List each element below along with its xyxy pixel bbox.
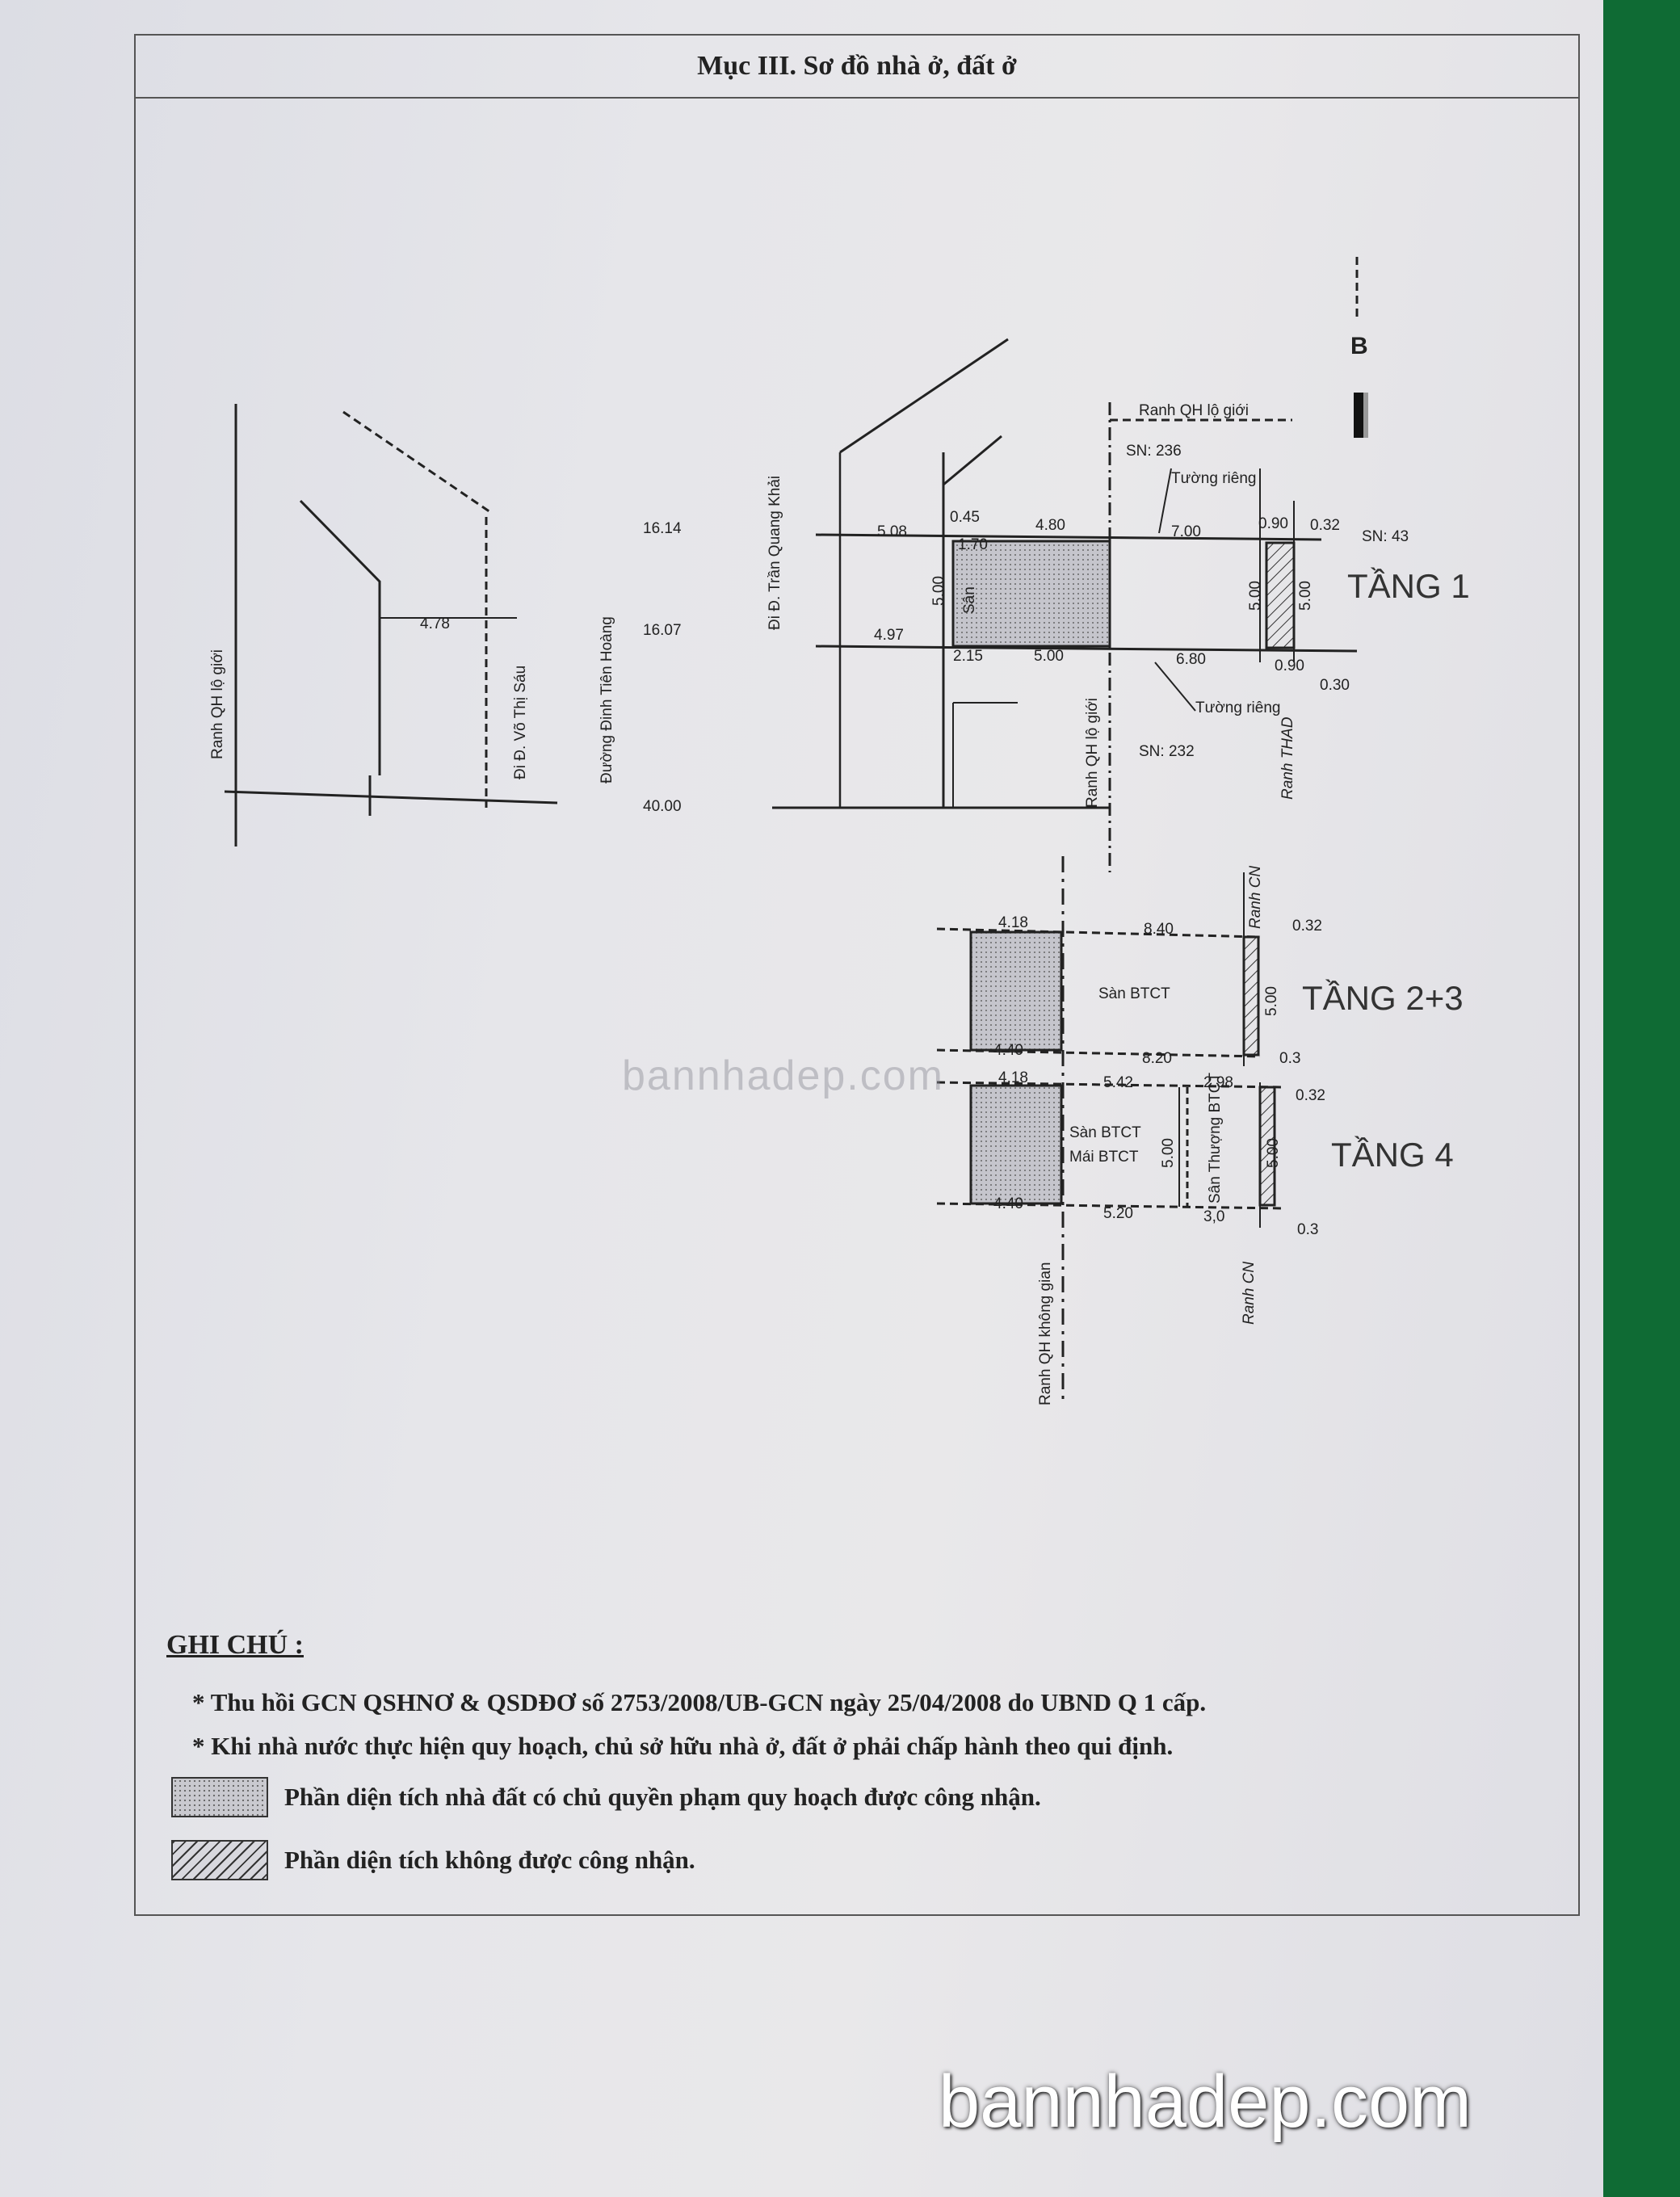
- d680: 6.80: [1176, 651, 1206, 668]
- street-tran-quang-khai: Đi Đ. Trần Quang Khải: [766, 476, 783, 630]
- f23-d032: 0.32: [1292, 918, 1322, 935]
- note-line-1: * Thu hồi GCN QSHNƠ & QSDĐƠ số 2753/2008…: [192, 1688, 1207, 1716]
- f4-slab2: Mái BTCT: [1069, 1149, 1139, 1166]
- f4-d03: 0.3: [1297, 1221, 1318, 1238]
- notes-section: GHI CHÚ : * Thu hồi GCN QSHNƠ & QSDĐƠ số…: [166, 1630, 1539, 1880]
- f4-d440: 4.40: [993, 1195, 1023, 1212]
- notes-heading: GHI CHÚ :: [166, 1630, 304, 1660]
- floor23-recognized-area: [969, 930, 1063, 1052]
- floor1-label: TẦNG 1: [1347, 567, 1470, 605]
- floor4-recognized-area: [969, 1084, 1063, 1205]
- d170: 1.70: [958, 536, 988, 553]
- f23-d03: 0.3: [1279, 1050, 1300, 1067]
- document-frame: Mục III. Sơ đồ nhà ở, đất ở: [134, 34, 1580, 1916]
- d090b: 0.90: [1275, 657, 1304, 674]
- f23-d440: 4.40: [993, 1042, 1023, 1059]
- d497: 4.97: [874, 627, 904, 644]
- f4-d500b: 5.00: [1265, 1138, 1282, 1168]
- note-line-2: * Khi nhà nước thực hiện quy hoạch, chủ …: [192, 1732, 1174, 1760]
- f4-d30: 3,0: [1203, 1208, 1224, 1225]
- sn-43: SN: 43: [1362, 528, 1409, 545]
- f4-ranh-cn: Ranh CN: [1241, 1262, 1258, 1325]
- ranh-thad-label: Ranh THAD: [1279, 716, 1296, 800]
- d500d: 5.00: [1034, 648, 1064, 665]
- f4-d542: 5.42: [1103, 1074, 1133, 1091]
- d500b: 5.00: [1247, 581, 1264, 611]
- page-title: Mục III. Sơ đồ nhà ở, đất ở: [697, 51, 1017, 81]
- dim-1607: 16.07: [643, 622, 682, 639]
- paper-sheet: [0, 0, 1603, 2197]
- north-letter: B: [1350, 333, 1368, 359]
- sn-236: SN: 236: [1126, 443, 1182, 460]
- legend-recognized: Phần diện tích nhà đất có chủ quyền phạm…: [171, 1777, 1041, 1817]
- wall-top-label: Tường riêng: [1171, 470, 1256, 487]
- f4-d520: 5.20: [1103, 1205, 1133, 1222]
- floor23-label: TẦNG 2+3: [1302, 979, 1464, 1017]
- north-arrow-icon: B: [1350, 257, 1383, 455]
- legend-dotted-swatch: [171, 1777, 268, 1817]
- floor23-unrecognized-area: [1242, 935, 1260, 1056]
- floor1-unrecognized-area: [1265, 541, 1296, 649]
- f23-ranh-cn: Ranh CN: [1247, 866, 1264, 929]
- legend-recognized-label: Phần diện tích nhà đất có chủ quyền phạm…: [284, 1783, 1041, 1811]
- f4-boundary: Ranh QH không gian: [1037, 1262, 1054, 1405]
- f23-d840: 8.40: [1144, 921, 1174, 938]
- ranh-left-label: Ranh QH lộ giới: [209, 649, 226, 759]
- san-label: Sân: [961, 586, 978, 614]
- title-bar: Mục III. Sơ đồ nhà ở, đất ở: [136, 36, 1578, 99]
- d215: 2.15: [953, 648, 983, 665]
- watermark-bottom: bannhadep.com: [939, 2060, 1472, 2143]
- d500a: 5.00: [930, 576, 947, 606]
- d032: 0.32: [1310, 517, 1340, 534]
- ranh-mid-label: Ranh QH lộ giới: [1084, 698, 1101, 808]
- f23-slab: Sàn BTCT: [1098, 985, 1170, 1002]
- ranh-top-label: Ranh QH lộ giới: [1139, 402, 1249, 419]
- dim-1614: 16.14: [643, 520, 682, 537]
- legend-unrecognized: Phần diện tích không được công nhận.: [171, 1840, 695, 1880]
- legend-hatch-swatch: [171, 1840, 268, 1880]
- d030: 0.30: [1320, 677, 1350, 694]
- d508: 5.08: [877, 523, 907, 540]
- f23-d820: 8.20: [1142, 1050, 1172, 1067]
- f4-d500a: 5.00: [1160, 1138, 1177, 1168]
- f4-terrace: Sân Thượng BTCT: [1207, 1072, 1224, 1204]
- f23-d500: 5.00: [1263, 986, 1280, 1016]
- wall-bottom-label: Tường riêng: [1195, 699, 1280, 716]
- f23-d418: 4.18: [998, 914, 1028, 931]
- street-vo-thi-sau: Đi Đ. Võ Thị Sáu: [512, 666, 529, 779]
- street-dinh-tien-hoang: Đường Đinh Tiên Hoàng: [598, 616, 615, 783]
- d700: 7.00: [1171, 523, 1201, 540]
- d500c: 5.00: [1297, 581, 1314, 611]
- sn-232: SN: 232: [1139, 743, 1195, 760]
- dim-4000: 40.00: [643, 798, 682, 815]
- floor4-label: TẦNG 4: [1331, 1136, 1454, 1174]
- watermark-mid: bannhadep.com: [622, 1052, 944, 1099]
- f4-d298: 2.98: [1203, 1074, 1233, 1091]
- f4-slab1: Sàn BTCT: [1069, 1124, 1141, 1141]
- dim-478: 4.78: [420, 615, 450, 632]
- f4-d418: 4.18: [998, 1069, 1028, 1086]
- d090a: 0.90: [1258, 515, 1288, 532]
- legend-unrecognized-label: Phần diện tích không được công nhận.: [284, 1846, 695, 1874]
- floor1-recognized-area: [951, 540, 1111, 648]
- d480: 4.80: [1035, 517, 1065, 534]
- d045: 0.45: [950, 509, 980, 526]
- f4-d032: 0.32: [1296, 1087, 1325, 1104]
